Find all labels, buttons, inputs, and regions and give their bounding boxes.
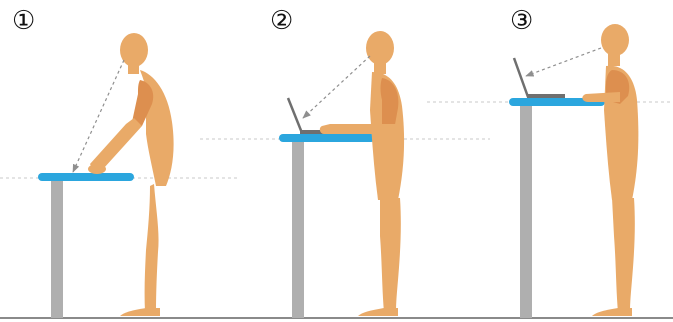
standing-person: [592, 24, 638, 316]
panel-3: [427, 24, 673, 318]
forearm: [90, 118, 142, 171]
panel-1: [0, 33, 238, 318]
table-leg: [520, 102, 532, 318]
tabletop: [38, 173, 134, 181]
laptop-screen: [514, 58, 528, 97]
panel-2: [200, 31, 490, 318]
forearm: [582, 92, 620, 102]
laptop-screen: [288, 98, 302, 133]
table-leg: [51, 178, 63, 318]
hand: [88, 164, 106, 174]
laptop-base: [527, 94, 565, 98]
standing-person: [358, 31, 404, 316]
sight-line-arrow: [303, 56, 370, 118]
laptop: [514, 58, 565, 98]
forearm: [320, 124, 396, 134]
table-leg: [292, 139, 304, 318]
tabletop: [279, 134, 375, 142]
sight-line-arrow: [526, 48, 601, 76]
